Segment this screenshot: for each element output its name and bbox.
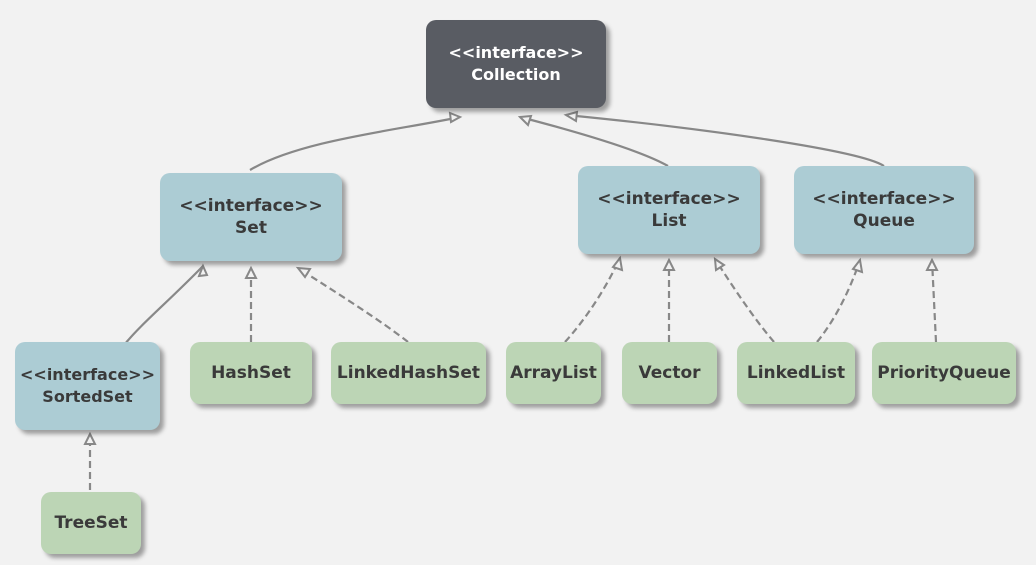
set-interface-node: <<interface>> Set [160,173,342,261]
queue-interface-node: <<interface>> Queue [794,166,974,254]
vector-class-node: Vector [622,342,717,404]
edge-priorityqueue-queue [925,257,939,343]
node-name: LinkedList [746,363,846,383]
sortedset-interface-node: <<interface>> SortedSet [15,342,160,430]
linkedhashset-class-node: LinkedHashSet [331,342,486,404]
list-interface-node: <<interface>> List [578,166,760,254]
node-name: Vector [638,363,701,383]
edge-linkedlist-list [713,257,775,343]
stereotype-label: <<interface>> [812,189,956,209]
node-name: TreeSet [54,513,128,533]
hashset-class-node: HashSet [190,342,312,404]
linkedlist-class-node: LinkedList [737,342,855,404]
edge-list-collection [517,114,669,167]
edge-hashset-set [244,265,258,342]
stereotype-label: <<interface>> [448,43,584,62]
edge-arraylist-list [564,255,624,343]
node-name: HashSet [211,363,291,383]
node-name: List [651,211,687,231]
node-name: ArrayList [510,363,597,383]
collection-interface-node: <<interface>> Collection [426,20,606,108]
edge-treeset-sortedset [83,431,97,490]
edge-linkedhashset-set [295,266,409,343]
node-name: PriorityQueue [877,363,1011,383]
node-name: Queue [853,211,915,231]
edge-queue-collection [563,110,885,167]
stereotype-label: <<interface>> [597,189,741,209]
edge-vector-list [662,257,676,342]
stereotype-label: <<interface>> [179,196,323,216]
arraylist-class-node: ArrayList [506,342,601,404]
stereotype-label: <<interface>> [20,365,155,384]
node-name: LinkedHashSet [336,363,481,383]
priorityqueue-class-node: PriorityQueue [872,342,1016,404]
node-name: SortedSet [42,387,133,406]
edge-linkedlist-queue [816,257,864,343]
edge-set-collection [249,111,463,171]
node-name: Collection [471,65,561,84]
edge-sortedset-set [124,263,209,345]
treeset-class-node: TreeSet [41,492,141,554]
node-name: Set [235,218,267,238]
